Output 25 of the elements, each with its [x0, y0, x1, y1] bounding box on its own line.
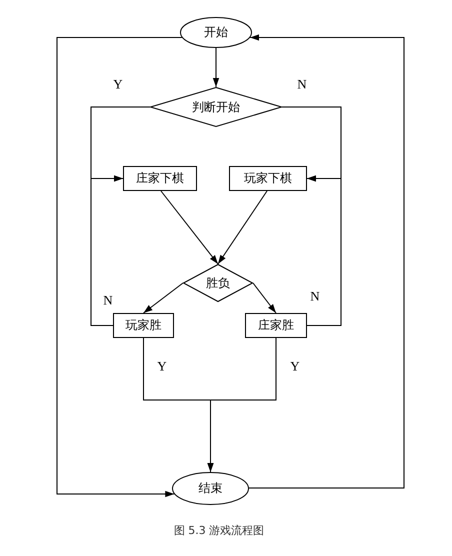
edge-label: N [309, 290, 321, 302]
process-box: 庄家下棋 [123, 166, 197, 191]
arrow [90, 175, 124, 326]
arrow [160, 190, 218, 264]
process-box: 玩家下棋 [229, 166, 307, 191]
arrow [248, 34, 404, 488]
arrow [56, 37, 182, 498]
decision-diamond: 胜负 [183, 264, 253, 302]
arrow [212, 48, 220, 88]
edge-label: N [102, 294, 114, 306]
terminal-ellipse: 开始 [180, 17, 252, 48]
terminal-ellipse: 结束 [172, 472, 249, 505]
arrow [306, 175, 342, 326]
process-box: 庄家胜 [245, 313, 307, 338]
arrow [207, 338, 276, 472]
process-box: 玩家胜 [113, 313, 174, 338]
arrow [252, 282, 276, 314]
figure-caption: 图 5.3 游戏流程图 [172, 524, 266, 538]
arrow [143, 282, 184, 314]
edge-label: Y [289, 360, 301, 372]
edge-label: Y [156, 360, 168, 372]
arrow [218, 190, 268, 264]
edge-label: Y [112, 78, 124, 90]
decision-diamond: 判断开始 [150, 87, 282, 127]
edge-label: N [296, 78, 308, 90]
